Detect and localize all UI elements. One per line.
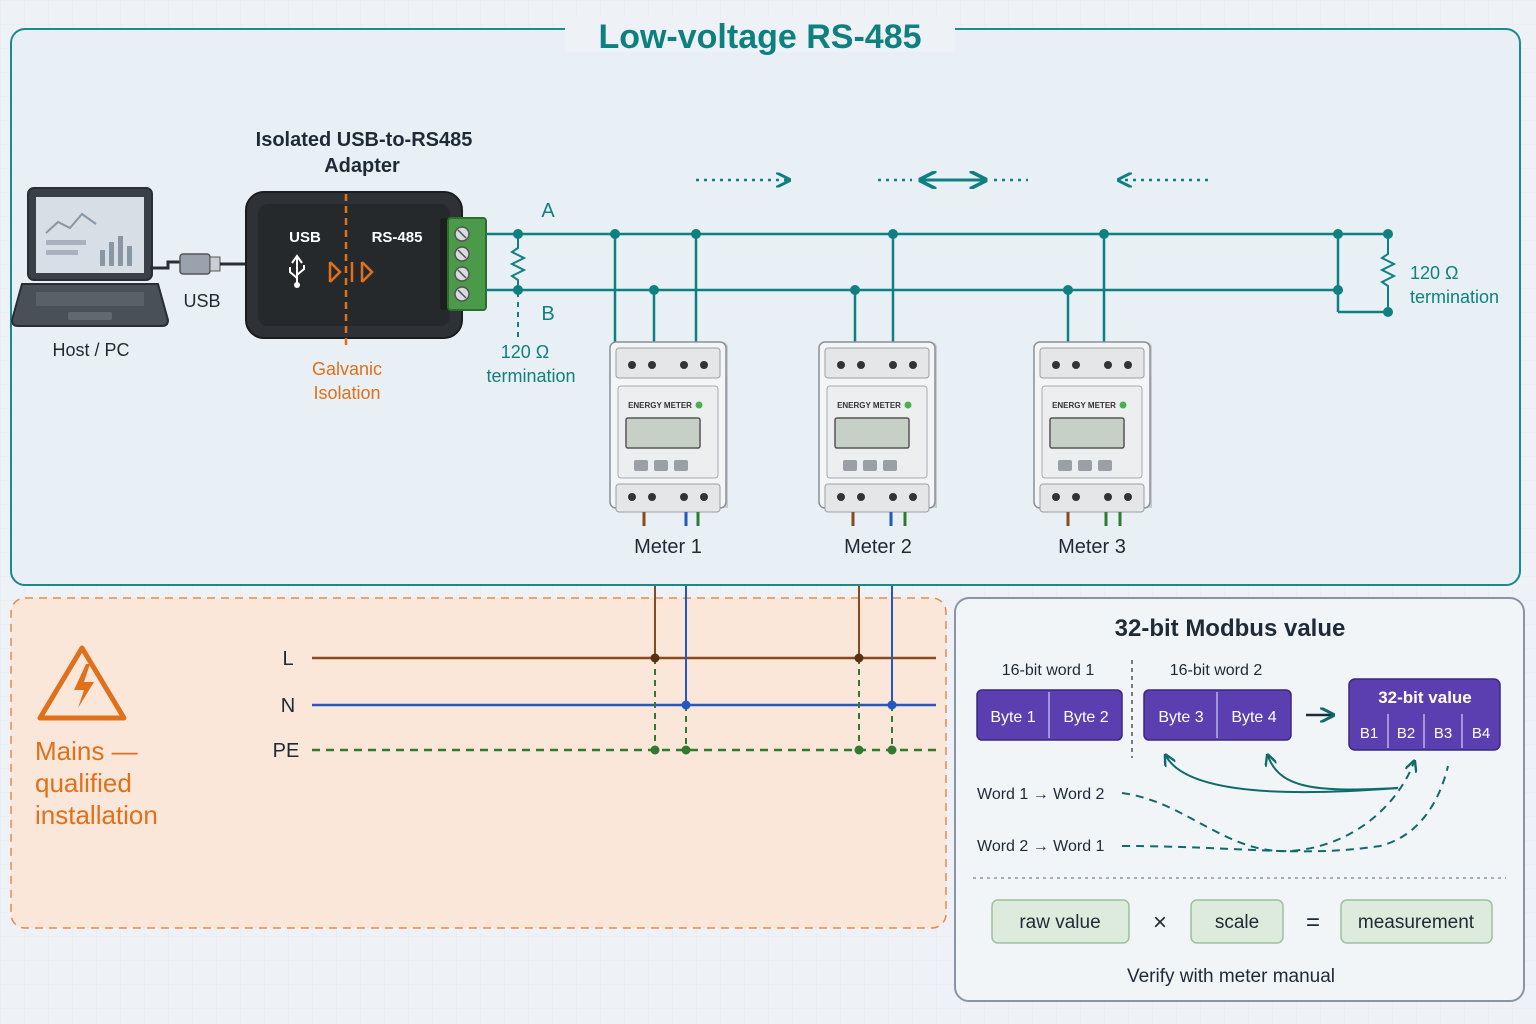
raw-value-label: raw value — [1019, 912, 1100, 933]
raw-value-box — [991, 899, 1130, 944]
word2-label: 16-bit word 2 — [1170, 662, 1263, 679]
mains-warning-line1: Mains — — [35, 736, 138, 766]
host-label: Host / PC — [52, 340, 129, 360]
isolation-label-line1: Galvanic — [312, 359, 382, 379]
left-termination-label: termination — [486, 366, 575, 386]
scale-label: scale — [1215, 912, 1259, 933]
meter-2: ENERGY METER — [818, 341, 937, 526]
value32-label: 32-bit value — [1378, 688, 1472, 707]
usb-cable-label: USB — [183, 291, 220, 311]
mains-warning-line2: qualified — [35, 768, 132, 798]
times-sign: × — [1153, 909, 1167, 936]
meter-2-label: Meter 2 — [844, 536, 912, 558]
n-label: N — [281, 695, 295, 717]
b1-cell: B1 — [1360, 725, 1378, 742]
left-termination-value: 120 Ω — [501, 342, 550, 362]
terminal-block — [447, 217, 487, 311]
meter-1: ENERGY METER — [609, 341, 728, 526]
word-order-arrows — [1121, 756, 1449, 853]
measurement-label: measurement — [1358, 912, 1475, 933]
isolation-symbol-icon — [328, 261, 374, 283]
meter-face-label: ENERGY METER — [1052, 401, 1116, 410]
word2-box — [1143, 689, 1292, 741]
adapter-port-rs485: RS-485 — [372, 229, 423, 246]
panel-title: Low-voltage RS-485 — [598, 18, 921, 56]
adapter-title-line2: Adapter — [324, 155, 400, 177]
b3-cell: B3 — [1434, 725, 1452, 742]
line-b-label: B — [541, 303, 554, 325]
byte3-cell: Byte 3 — [1158, 709, 1203, 726]
b2-cell: B2 — [1397, 725, 1415, 742]
l-label: L — [282, 648, 293, 670]
b4-cell: B4 — [1472, 725, 1490, 742]
modbus-title: 32-bit Modbus value — [1115, 615, 1346, 642]
byte2-cell: Byte 2 — [1063, 709, 1108, 726]
usb-symbol-icon — [289, 254, 305, 288]
mains-panel — [10, 597, 947, 929]
word-order-2: Word 2 → Word 1 — [977, 838, 1105, 855]
meter-3-label: Meter 3 — [1058, 536, 1126, 558]
byte4-cell: Byte 4 — [1231, 709, 1276, 726]
meter-3: ENERGY METER — [1033, 341, 1152, 526]
word1-box — [976, 689, 1123, 741]
adapter-title-line1: Isolated USB-to-RS485 — [256, 129, 473, 151]
isolation-label-line2: Isolation — [313, 383, 380, 403]
usb-cable — [150, 253, 248, 275]
equals-sign: = — [1306, 909, 1320, 936]
value32-box — [1348, 678, 1501, 751]
pe-label: PE — [273, 740, 300, 762]
measurement-box — [1340, 899, 1493, 944]
word-order-1: Word 1 → Word 2 — [977, 786, 1105, 803]
adapter-port-usb: USB — [289, 229, 321, 246]
meter-face-label: ENERGY METER — [628, 401, 692, 410]
mains-wiring — [312, 586, 936, 755]
mains-warning-line3: installation — [35, 800, 158, 830]
warning-icon — [37, 645, 127, 721]
scale-box — [1190, 899, 1284, 944]
byte1-cell: Byte 1 — [990, 709, 1035, 726]
line-a-label: A — [541, 200, 555, 222]
verify-note: Verify with meter manual — [1127, 966, 1335, 987]
right-termination-value: 120 Ω — [1410, 263, 1459, 283]
low-voltage-panel: Low-voltage RS-485 — [10, 18, 1521, 586]
meter-face-label: ENERGY METER — [837, 401, 901, 410]
usb-rs485-adapter — [245, 191, 463, 350]
meter-1-label: Meter 1 — [634, 536, 702, 558]
rs485-bus — [486, 229, 1397, 345]
right-termination-label: termination — [1410, 287, 1499, 307]
laptop-icon — [10, 187, 170, 327]
word1-label: 16-bit word 1 — [1002, 662, 1095, 679]
